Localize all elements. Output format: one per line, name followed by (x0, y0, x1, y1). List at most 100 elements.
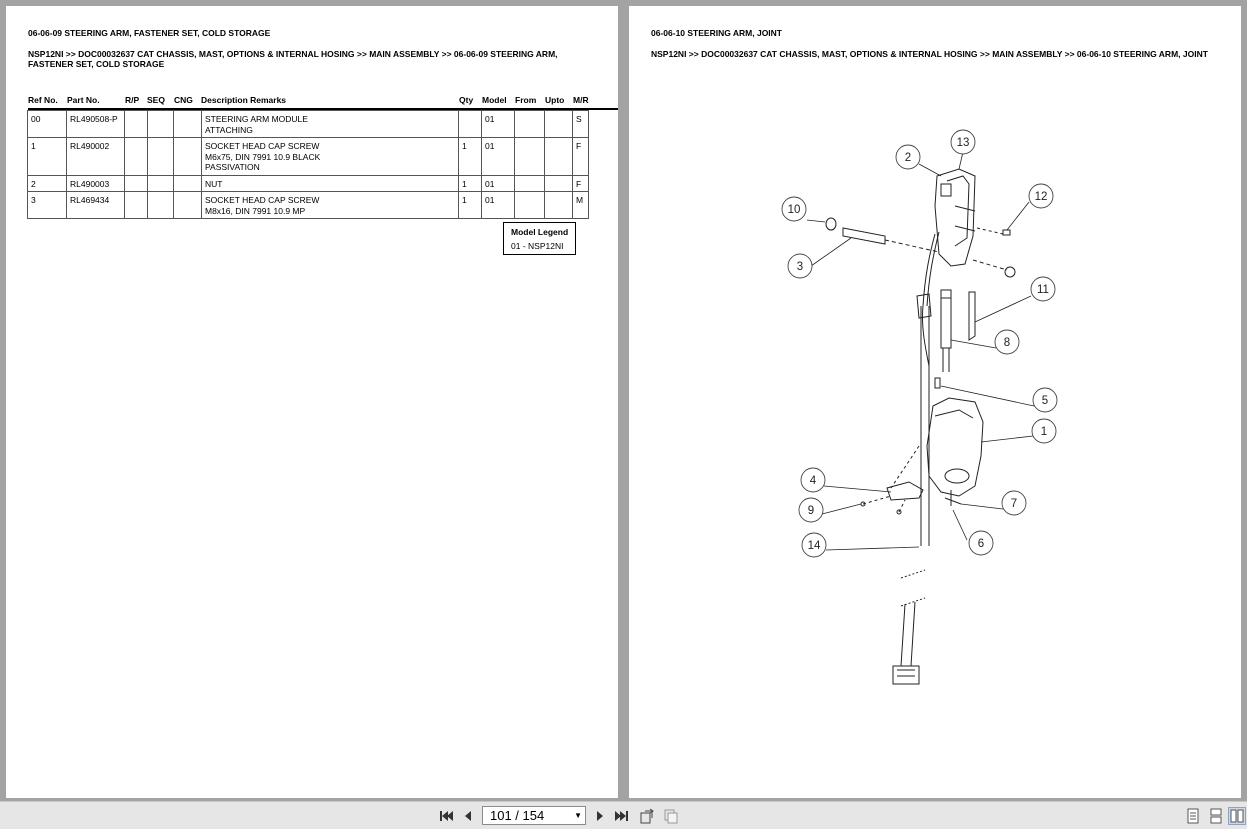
cell-seq (147, 137, 174, 176)
col-part-no: Part No. (67, 95, 100, 105)
part-7-shape (944, 490, 962, 506)
callout-4[interactable]: 4 (810, 475, 817, 487)
desc-line: ATTACHING (205, 124, 253, 135)
callout-8[interactable]: 8 (1004, 337, 1010, 349)
callout-2[interactable]: 2 (905, 152, 911, 164)
desc-line: M8x16, DIN 7991 10.9 MP (205, 205, 306, 216)
single-page-button[interactable] (1184, 807, 1202, 825)
leader-2 (918, 163, 942, 177)
cell-from (514, 137, 545, 176)
washer-shape (825, 217, 837, 231)
leader-7 (960, 503, 1004, 510)
last-page-button[interactable] (613, 807, 631, 825)
col-from: From (515, 95, 537, 105)
col-description: Description Remarks (201, 95, 287, 105)
column-clamp (916, 293, 932, 319)
callout-1[interactable]: 1 (1041, 426, 1047, 438)
header-rule (28, 108, 618, 110)
col-ref-no: Ref No. (28, 95, 58, 105)
callout-circle-11 (1030, 276, 1056, 302)
bracket-11-shape (968, 291, 976, 341)
viewer-toolbar: 101 / 154 ▼ (0, 801, 1247, 829)
cell-rp (124, 137, 148, 176)
next-page-button[interactable] (591, 807, 609, 825)
callout-circle-5 (1032, 387, 1058, 413)
callout-circle-2 (895, 144, 921, 170)
right-page-breadcrumb: NSP12NI >> DOC00032637 CAT CHASSIS, MAST… (651, 49, 1208, 59)
connector-end (892, 665, 920, 685)
callout-3[interactable]: 3 (797, 261, 803, 273)
pin-shape (842, 227, 886, 245)
desc-line: PASSIVATION (205, 162, 260, 172)
base-bore (944, 468, 970, 484)
bracket-ribs (954, 205, 976, 232)
bracket-hole (940, 183, 952, 197)
cell-rp (124, 174, 148, 192)
cell-seq (147, 110, 174, 138)
callout-circle-8 (994, 329, 1020, 355)
table-row[interactable]: 2 RL490003 NUT 1 01 F (27, 174, 589, 192)
callout-5[interactable]: 5 (1042, 395, 1048, 407)
leader-13 (958, 151, 964, 170)
model-legend: Model Legend 01 - NSP12NI (503, 222, 576, 255)
cell-model: 01 (481, 137, 515, 176)
callout-11[interactable]: 11 (1037, 284, 1049, 296)
cell-seq (147, 174, 174, 192)
cell-cng (173, 174, 202, 192)
column-tube (920, 306, 930, 546)
col-mr: M/R (573, 95, 589, 105)
callout-10[interactable]: 10 (788, 204, 801, 216)
callout-circle-1 (1031, 418, 1057, 444)
prev-page-button[interactable] (459, 807, 477, 825)
callout-6[interactable]: 6 (978, 538, 984, 550)
two-page-button[interactable] (1228, 807, 1246, 825)
diagram-drawing (825, 168, 1016, 685)
cell-upto (544, 174, 573, 192)
page-number-input[interactable]: 101 / 154 ▼ (482, 806, 586, 825)
pin-axis-right (972, 259, 1008, 271)
legend-title: Model Legend (511, 227, 569, 237)
first-page-icon (440, 811, 453, 821)
callout-12[interactable]: 12 (1035, 191, 1048, 203)
screw-9b-shape (896, 509, 902, 515)
plate-4-shape (886, 481, 924, 501)
callout-circle-9 (798, 497, 824, 523)
continuous-page-button[interactable] (1207, 807, 1225, 825)
callout-13[interactable]: 13 (957, 137, 970, 149)
leader-1 (980, 435, 1034, 443)
next-page-icon (597, 811, 603, 821)
assembly-lines (862, 445, 920, 513)
chevron-down-icon[interactable]: ▼ (574, 811, 582, 820)
callout-14[interactable]: 14 (808, 540, 821, 552)
callout-circle-13 (950, 129, 976, 155)
cell-mr: F (572, 137, 589, 176)
copy-button[interactable] (662, 807, 680, 825)
leader-4 (823, 485, 892, 493)
cell-model: 01 (481, 174, 515, 192)
cell-model: 01 (481, 110, 515, 138)
desc-line: SOCKET HEAD CAP SCREW (205, 195, 320, 205)
cell-part: RL490508-P (66, 110, 125, 138)
continuous-page-icon (1210, 808, 1222, 824)
callout-7[interactable]: 7 (1011, 498, 1017, 510)
col-seq: SEQ (147, 95, 165, 105)
rotate-button[interactable] (638, 807, 656, 825)
callout-9[interactable]: 9 (808, 505, 814, 517)
leader-14 (825, 546, 920, 551)
single-page-icon (1187, 808, 1199, 824)
cell-ref: 3 (27, 191, 67, 219)
last-page-icon (615, 811, 628, 821)
callout-circle-12 (1028, 183, 1054, 209)
desc-line: SOCKET HEAD CAP SCREW (205, 141, 320, 151)
leader-lines (806, 151, 1035, 551)
first-page-button[interactable] (437, 807, 455, 825)
col-upto: Upto (545, 95, 565, 105)
cell-qty: 1 (458, 191, 482, 219)
copy-icon (664, 809, 678, 824)
cell-part: RL490003 (66, 174, 125, 192)
